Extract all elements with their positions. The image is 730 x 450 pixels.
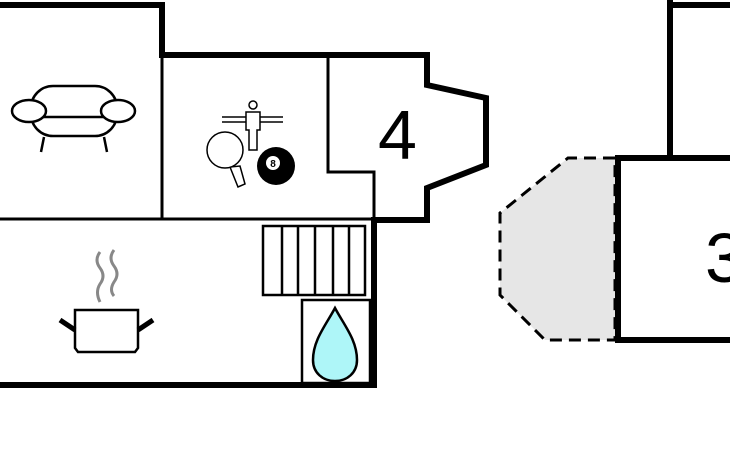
room-4-label: 4 — [378, 96, 417, 174]
stairs-icon — [261, 224, 367, 297]
water-drop-icon — [311, 305, 359, 383]
ping-pong-paddle-icon — [206, 131, 246, 188]
outer-walls — [0, 2, 489, 388]
sofa-icon — [10, 84, 137, 153]
cooking-pot-icon — [58, 249, 155, 354]
balcony-area — [498, 156, 617, 342]
billiard-ball-icon: 8 — [257, 147, 295, 185]
ball-number: 8 — [270, 159, 276, 170]
right-building-walls — [615, 0, 730, 343]
foosball-icon — [222, 100, 283, 151]
wall-room-4 — [326, 55, 376, 219]
room-3-label: 3 — [705, 219, 730, 297]
